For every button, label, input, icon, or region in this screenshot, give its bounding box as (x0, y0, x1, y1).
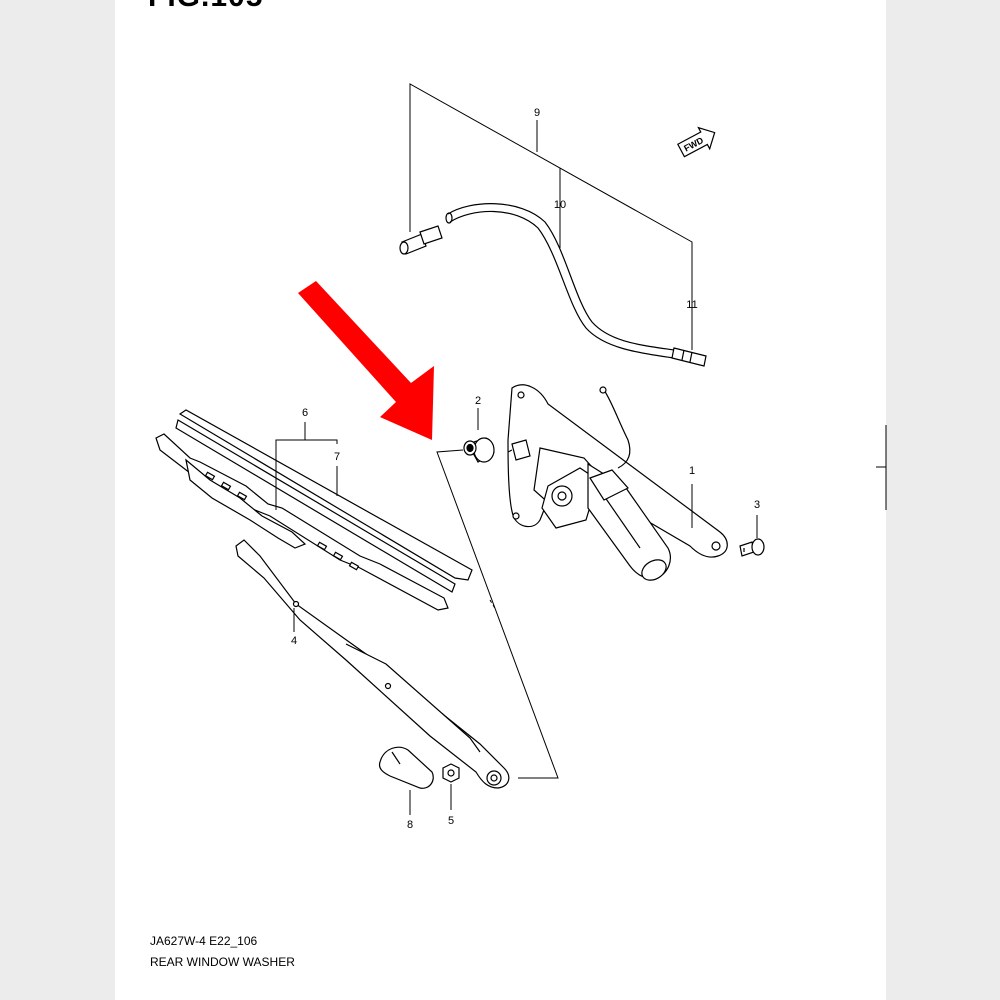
callout-6: 6 (302, 407, 308, 419)
red-pointer-arrow (298, 281, 434, 440)
callout-2: 2 (475, 395, 481, 407)
callout-8: 8 (407, 819, 413, 831)
bracket-6-7 (275, 422, 338, 510)
arm-nut (442, 763, 460, 783)
callout-10: 10 (554, 199, 566, 211)
callout-7: 7 (334, 451, 340, 463)
callout-9: 9 (534, 107, 540, 119)
diagram-code: JA627W-4 E22_106 (150, 934, 258, 948)
grommet (463, 437, 495, 463)
motor-bolt (739, 538, 765, 557)
bracket-9-10-11 (409, 83, 693, 350)
callout-3: 3 (754, 499, 760, 511)
wiper-motor-assembly (507, 384, 728, 581)
callout-4: 4 (291, 635, 297, 647)
callout-1: 1 (689, 465, 695, 477)
figure-label: FIG.105 (148, 0, 263, 14)
arm-cap (378, 746, 434, 789)
callout-5: 5 (448, 815, 454, 827)
diagram-title: REAR WINDOW WASHER (150, 955, 295, 969)
washer-hose (445, 203, 675, 359)
callout-11: 11 (686, 299, 697, 311)
washer-nozzle (399, 225, 443, 255)
bracket-2-5 (436, 449, 559, 779)
wiper-arm (235, 539, 510, 789)
fwd-arrow-icon: FWD (677, 126, 716, 158)
wiper-blade (155, 409, 473, 611)
hose-connector (671, 347, 707, 367)
